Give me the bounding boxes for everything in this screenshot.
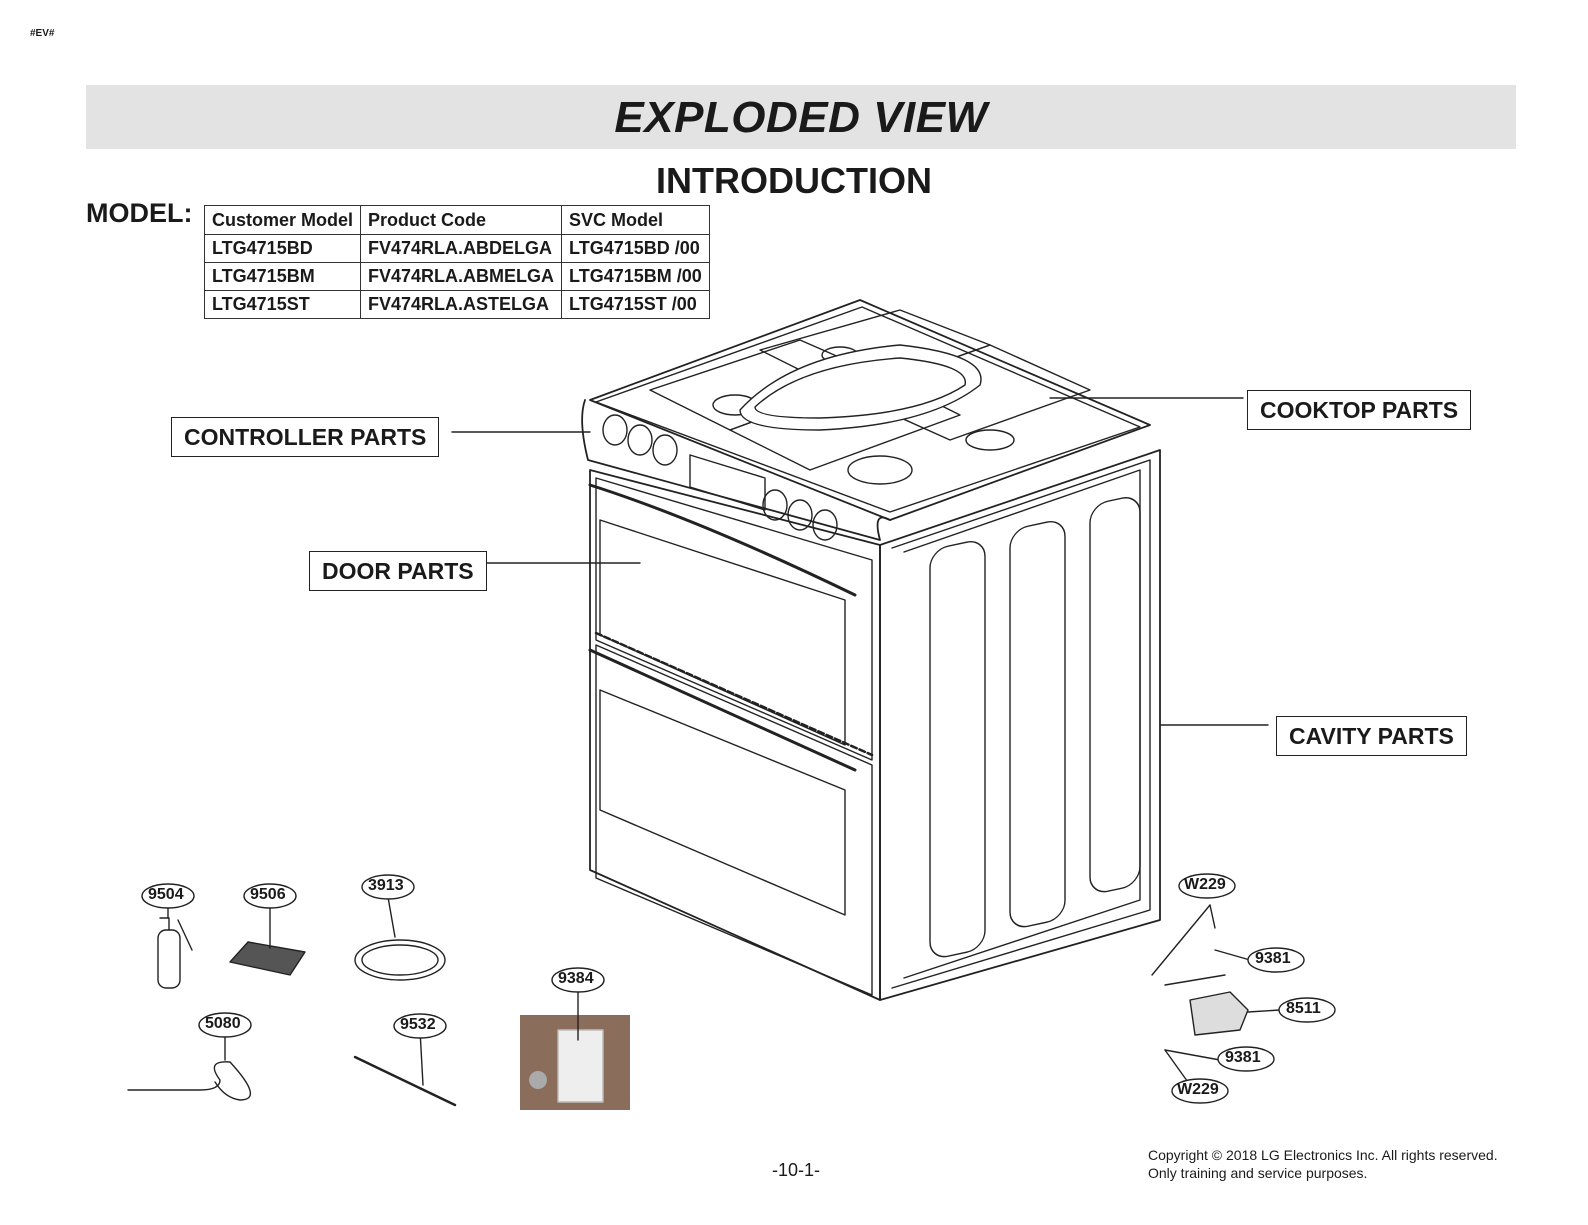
- callout-oval: [361, 874, 415, 900]
- model-table: Customer Model Product Code SVC Model LT…: [203, 205, 710, 319]
- callout-9384: 9384: [558, 970, 594, 987]
- callout-oval: [141, 883, 195, 909]
- cooktop-grates: [649, 309, 1091, 485]
- control-knobs: [602, 414, 838, 541]
- callout-9381-bottom: 9381: [1225, 1049, 1261, 1066]
- callout-oval: [1178, 873, 1236, 899]
- title-bar: EXPLODED VIEW: [86, 85, 1516, 149]
- callout-oval: [198, 1012, 252, 1038]
- cooktop-parts-label: COOKTOP PARTS: [1247, 390, 1472, 430]
- callout-5080: 5080: [205, 1015, 241, 1032]
- callout-oval: [1217, 1046, 1275, 1072]
- callout-8511: 8511: [1286, 1000, 1321, 1017]
- callout-w229-top: W229: [1184, 876, 1226, 893]
- table-row: LTG4715BM FV474RLA.ABMELGA LTG4715BM /00: [203, 262, 710, 291]
- table-header-cell: SVC Model: [561, 205, 710, 235]
- callout-9504: 9504: [148, 886, 184, 903]
- table-cell: LTG4715ST: [203, 290, 362, 319]
- callout-9532: 9532: [400, 1016, 436, 1033]
- page-subtitle: INTRODUCTION: [656, 160, 932, 201]
- table-cell: LTG4715ST /00: [561, 290, 710, 319]
- table-header-cell: Customer Model: [203, 205, 362, 235]
- table-cell: LTG4715BD /00: [561, 234, 710, 263]
- accessory-drawings: [127, 879, 1281, 1110]
- table-cell: FV474RLA.ABMELGA: [360, 262, 563, 291]
- callout-3913: 3913: [368, 877, 404, 894]
- table-row: LTG4715BD FV474RLA.ABDELGA LTG4715BD /00: [203, 234, 710, 263]
- copyright-notice: Copyright © 2018 LG Electronics Inc. All…: [1148, 1146, 1498, 1182]
- table-cell: FV474RLA.ABDELGA: [360, 234, 563, 263]
- page-title: EXPLODED VIEW: [614, 93, 988, 142]
- callout-oval: [551, 967, 605, 993]
- header-tag: #EV#: [30, 28, 55, 39]
- table-header-row: Customer Model Product Code SVC Model: [203, 205, 710, 235]
- callout-oval: [1171, 1078, 1229, 1104]
- callout-oval: [1247, 947, 1305, 973]
- model-label: MODEL:: [86, 198, 193, 228]
- table-row: LTG4715ST FV474RLA.ASTELGA LTG4715ST /00: [203, 290, 710, 319]
- door-parts-label: DOOR PARTS: [309, 551, 487, 591]
- copyright-line: Copyright © 2018 LG Electronics Inc. All…: [1148, 1147, 1498, 1163]
- cavity-parts-label: CAVITY PARTS: [1276, 716, 1467, 756]
- table-cell: FV474RLA.ASTELGA: [360, 290, 563, 319]
- table-cell: LTG4715BD: [203, 234, 362, 263]
- callout-9506: 9506: [250, 886, 286, 903]
- range-body: [581, 299, 1161, 1001]
- page-number: -10-1-: [772, 1160, 821, 1180]
- callout-oval: [243, 883, 297, 909]
- oven-doors: [588, 477, 874, 996]
- table-cell: LTG4715BM: [203, 262, 362, 291]
- callout-oval: [393, 1013, 447, 1039]
- controller-parts-label: CONTROLLER PARTS: [171, 417, 440, 457]
- copyright-line: Only training and service purposes.: [1148, 1165, 1368, 1181]
- table-header-cell: Product Code: [360, 205, 563, 235]
- callout-w229-bottom: W229: [1177, 1081, 1219, 1098]
- section-leader-lines: [451, 397, 1269, 726]
- callout-9381-top: 9381: [1255, 950, 1291, 967]
- callout-oval: [1278, 997, 1336, 1023]
